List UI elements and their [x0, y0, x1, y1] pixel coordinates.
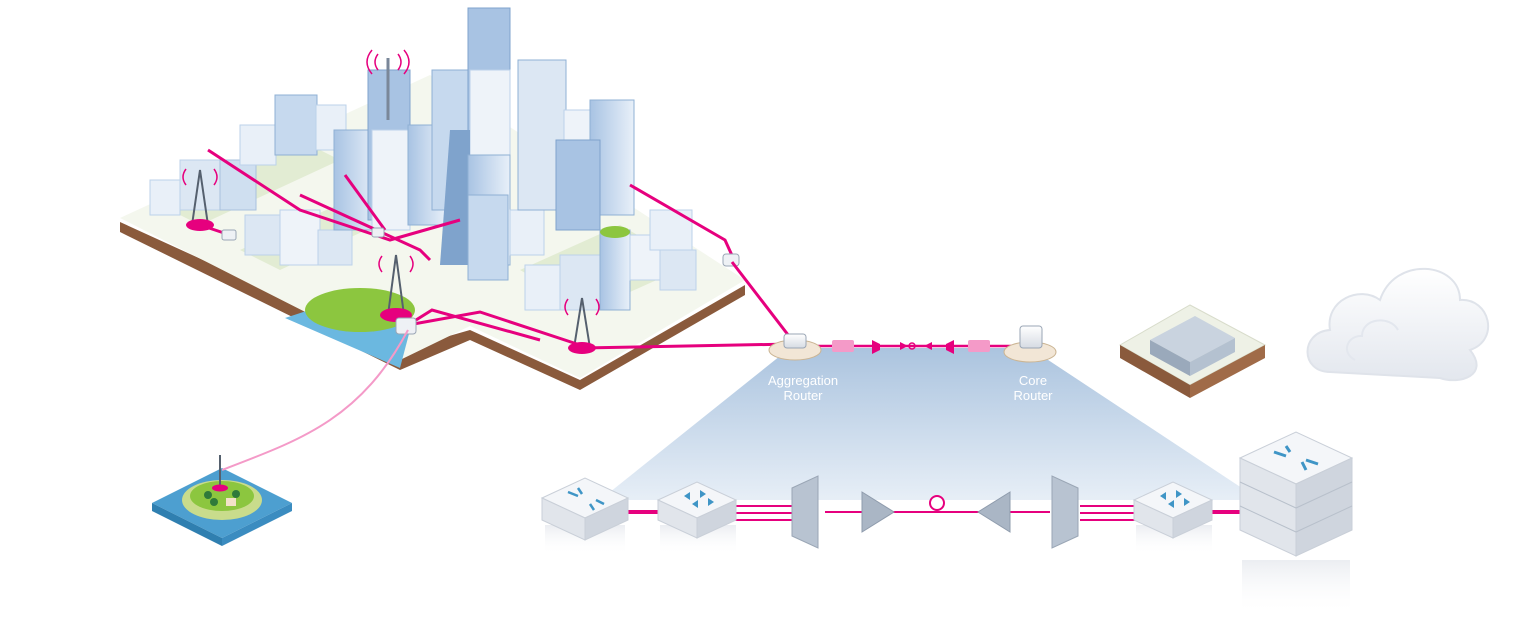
core-router-device	[1238, 431, 1354, 615]
zoom-panel	[600, 348, 1260, 500]
island	[152, 455, 292, 546]
aggregation-router-label-line2: Router	[783, 388, 823, 403]
bottom-chain	[540, 431, 1354, 615]
data-center	[1118, 304, 1267, 398]
core-router-label: Core	[1019, 373, 1047, 388]
switch-arrows-icon	[1160, 490, 1190, 508]
switch-arrows-icon	[684, 490, 714, 508]
park-area	[305, 288, 415, 332]
backhaul-fiber	[581, 261, 794, 350]
mux-icon	[791, 475, 819, 549]
city-buildings	[149, 7, 697, 311]
core-router-label-line2: Router	[1013, 388, 1053, 403]
amplifier-icon	[861, 491, 895, 533]
island-link	[221, 329, 409, 471]
router-arrows-icon	[1273, 445, 1319, 471]
router-arrows-icon	[567, 487, 605, 511]
aggregation-router-label: Aggregation	[768, 373, 838, 388]
cloud-icon	[1306, 267, 1489, 382]
fiber-spool-icon	[929, 495, 945, 511]
transponder-right	[1132, 481, 1214, 555]
aggregation-router	[768, 333, 822, 361]
demux-icon	[1051, 475, 1079, 549]
aggregation-router-device	[540, 477, 630, 555]
core-router	[1003, 325, 1057, 363]
transponder-left	[656, 481, 738, 555]
top-optical-chain	[800, 340, 1030, 354]
site-routers	[221, 227, 740, 335]
cell-tower-icon	[366, 49, 410, 120]
pre-amplifier-icon	[977, 491, 1011, 533]
